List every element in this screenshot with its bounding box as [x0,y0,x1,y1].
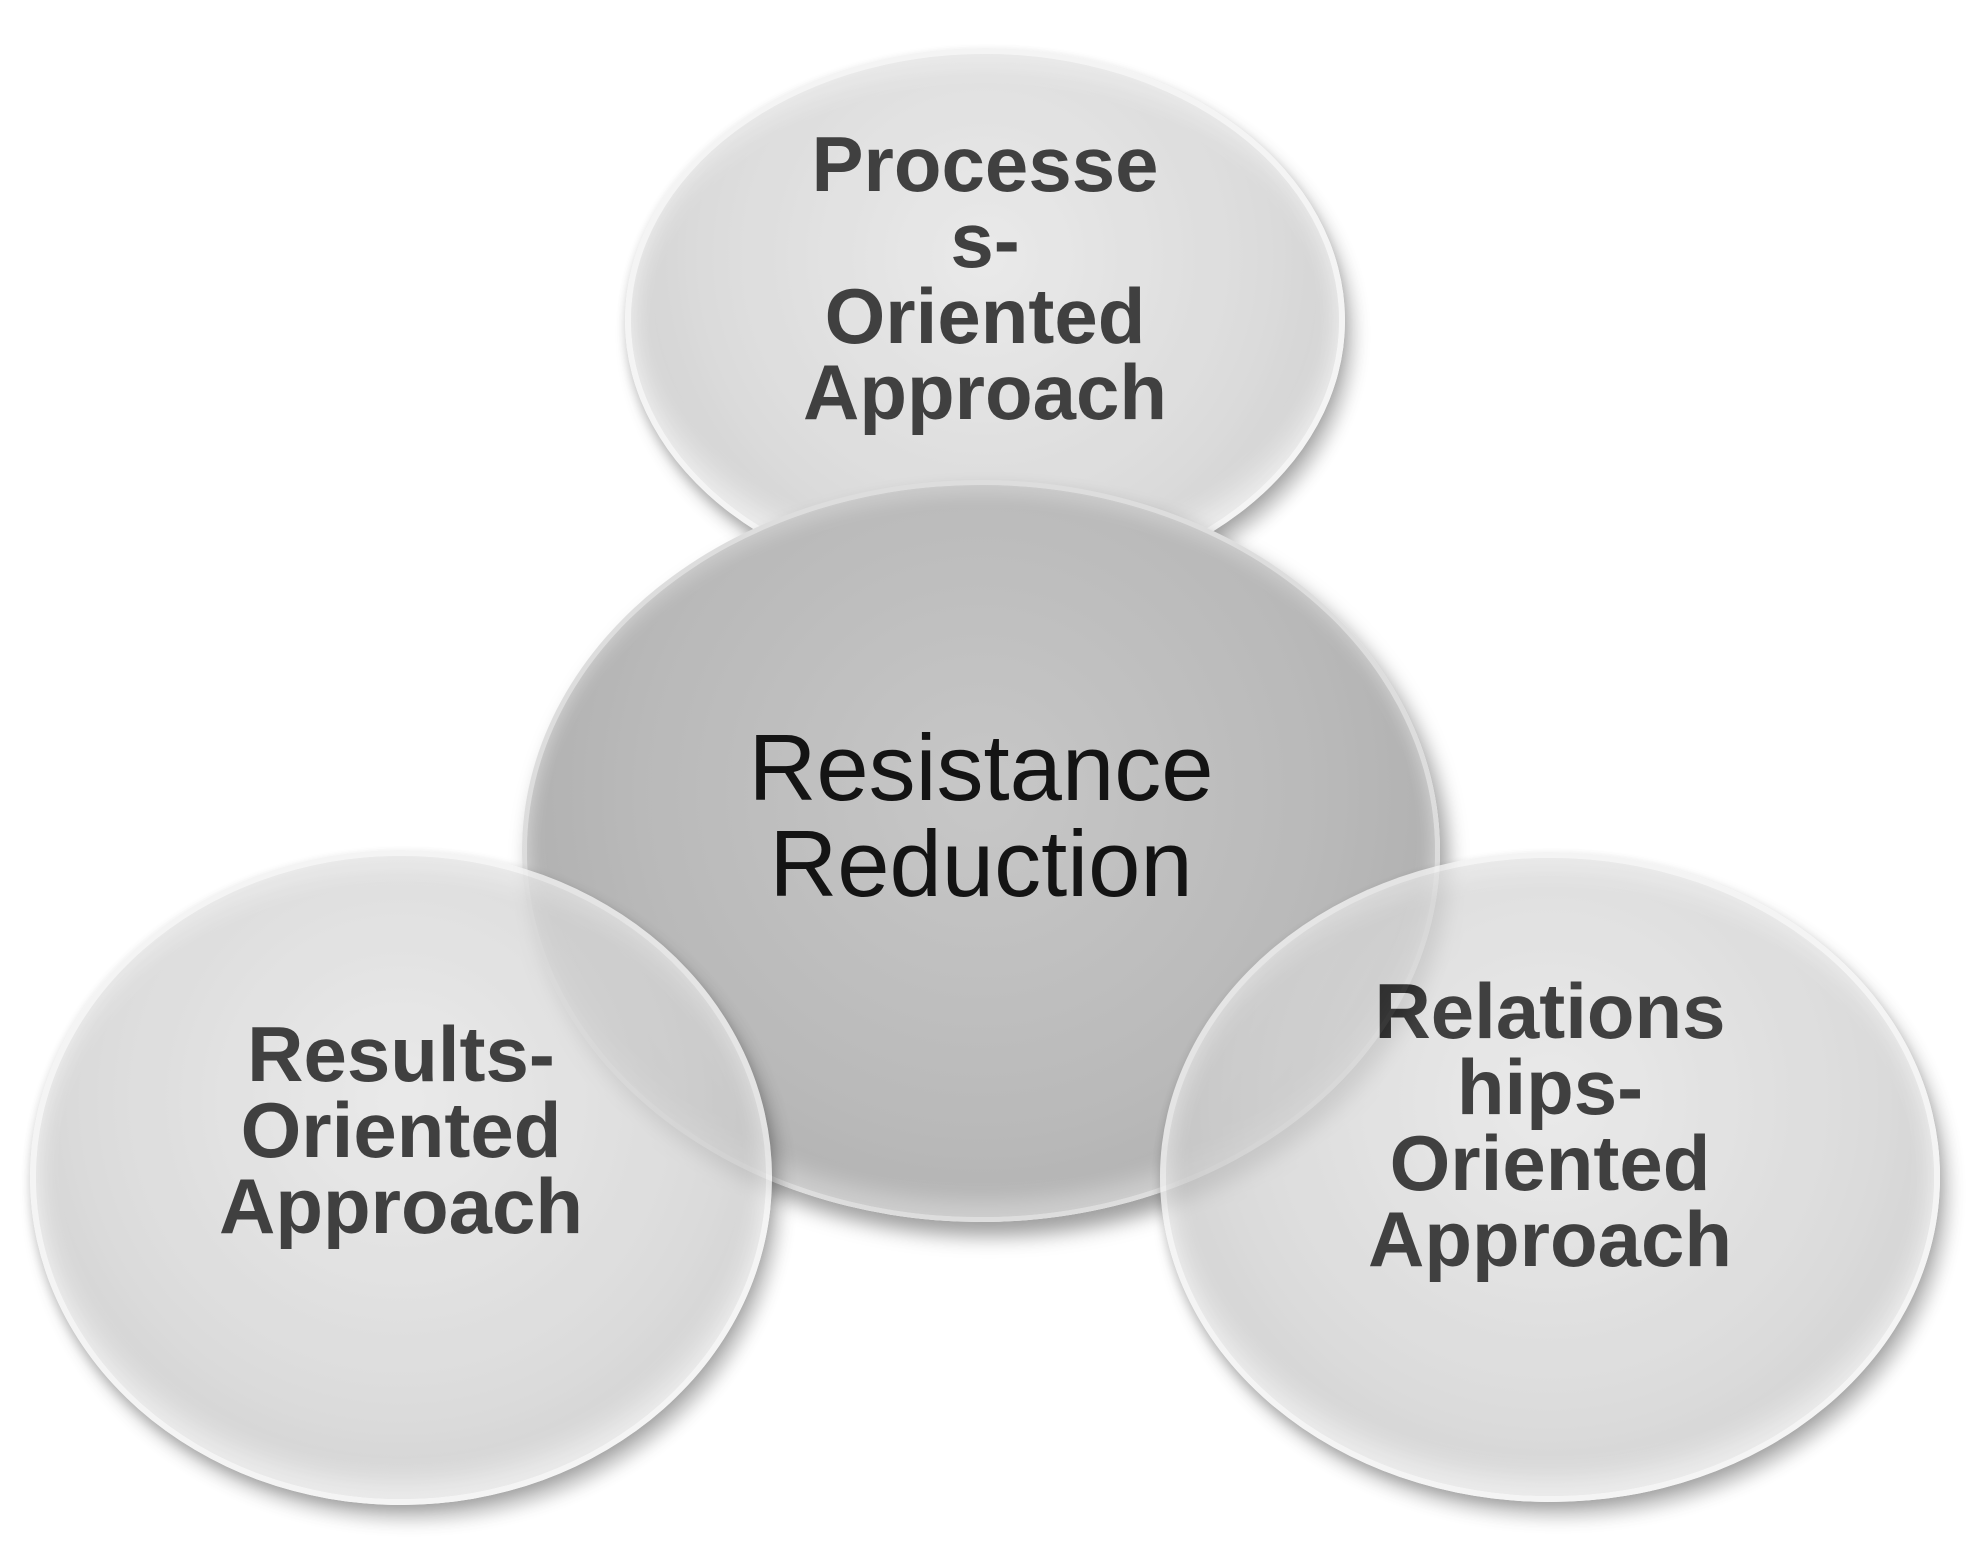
center-line-1: Resistance [748,715,1214,820]
results-line-2: Oriented [240,1086,562,1174]
relationships-line-4: Approach [1367,1195,1733,1283]
processes-line-1: Processe [811,120,1159,208]
results-oriented-circle: Results- Oriented Approach [30,850,772,1505]
center-line-2: Reduction [769,811,1193,916]
results-line-3: Approach [218,1162,584,1250]
processes-oriented-label: Processe s- Oriented Approach [631,120,1339,436]
processes-line-3: Oriented [824,272,1146,360]
resistance-reduction-label: Resistance Reduction [527,720,1435,912]
relationships-line-3: Oriented [1389,1119,1711,1207]
relationships-line-2: hips- [1456,1043,1644,1131]
resistance-reduction-circle: Resistance Reduction [522,480,1440,1222]
relationships-line-1: Relations [1374,967,1726,1055]
processes-line-2: s- [950,196,1020,284]
results-oriented-label: Results- Oriented Approach [36,1010,766,1250]
processes-line-4: Approach [802,348,1168,436]
results-line-1: Results- [247,1010,555,1098]
processes-oriented-circle: Processe s- Oriented Approach [625,48,1345,593]
relationships-oriented-circle: Relations hips- Oriented Approach [1160,852,1940,1502]
relationships-oriented-label: Relations hips- Oriented Approach [1166,967,1934,1283]
